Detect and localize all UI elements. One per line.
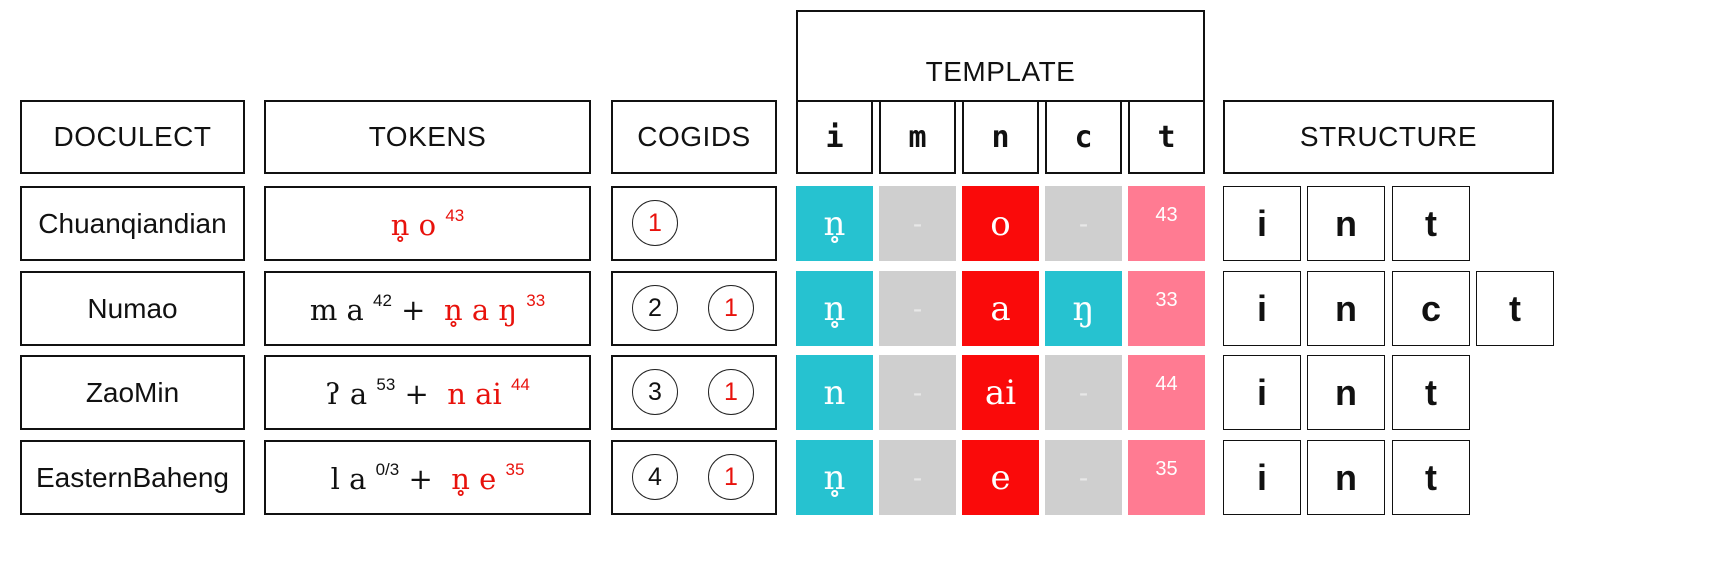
- template-cell-t: 43: [1128, 186, 1205, 261]
- cogids-cell: [611, 186, 777, 261]
- cogid-circle: 4: [632, 454, 678, 500]
- template-cell-c: -: [1045, 355, 1122, 430]
- template-cell-i: n: [796, 355, 873, 430]
- template-slot-i: i: [796, 100, 873, 174]
- cogid-circle: 1: [632, 200, 678, 246]
- structure-cell: c: [1392, 271, 1470, 346]
- template-slot-t: t: [1128, 100, 1205, 174]
- doculect-name: EasternBaheng: [35, 461, 230, 493]
- tokens-cell: l a 0/3 + n̥ e 35: [264, 440, 591, 515]
- template-cell-n: e: [962, 440, 1039, 515]
- tokens-header-label: TOKENS: [368, 121, 487, 152]
- template-cell-i: n̥: [796, 186, 873, 261]
- tokens-plus: +: [391, 292, 444, 327]
- tokens-cognate: n̥ o: [390, 207, 446, 242]
- template-cell-c: -: [1045, 440, 1122, 515]
- structure-header: STRUCTURE: [1223, 100, 1554, 174]
- doculect-header-label: DOCULECT: [53, 121, 212, 152]
- template-slot-label: t: [1157, 119, 1176, 155]
- tokens-header: TOKENS: [264, 100, 591, 174]
- template-slot-label: i: [825, 119, 844, 155]
- tokens-cognate: n ai: [447, 376, 511, 411]
- tokens-cognate: n̥ e: [451, 461, 506, 496]
- tokens-cognate-tone: 44: [510, 374, 530, 394]
- template-cell-n: o: [962, 186, 1039, 261]
- template-cell-c: -: [1045, 186, 1122, 261]
- tokens-plain-tone: 42: [373, 290, 392, 310]
- tokens-plus: +: [399, 461, 452, 496]
- cogids-header: COGIDS: [611, 100, 777, 174]
- template-cell-i: n̥: [796, 440, 873, 515]
- template-cell-i: n̥: [796, 271, 873, 346]
- template-slot-m: m: [879, 100, 956, 174]
- doculect-name: Numao: [87, 292, 178, 324]
- structure-cell: n: [1307, 271, 1385, 346]
- tokens-text: ʔ a 53 + n ai 44: [325, 375, 530, 411]
- template-cell-m: -: [879, 186, 956, 261]
- tokens-plain: ʔ a: [325, 376, 377, 411]
- template-cell-t: 44: [1128, 355, 1205, 430]
- template-slot-c: c: [1045, 100, 1122, 174]
- tokens-plain-tone: 53: [376, 374, 396, 394]
- tokens-plain: l a: [330, 461, 376, 496]
- tokens-text: n̥ o 43: [391, 206, 465, 242]
- structure-cell: t: [1392, 186, 1470, 261]
- tokens-cognate-tone: 43: [445, 205, 465, 225]
- template-cell-t: 33: [1128, 271, 1205, 346]
- structure-cell: n: [1307, 440, 1385, 515]
- template-cell-m: -: [879, 271, 956, 346]
- structure-cell: i: [1223, 355, 1301, 430]
- tokens-plain-tone: 0/3: [375, 459, 400, 479]
- doculect-header: DOCULECT: [20, 100, 245, 174]
- doculect-cell: ZaoMin: [20, 355, 245, 430]
- template-header: TEMPLATE: [796, 10, 1205, 102]
- cogid-circle: 1: [708, 454, 754, 500]
- structure-cell: n: [1307, 355, 1385, 430]
- template-cell-m: -: [879, 440, 956, 515]
- template-slot-n: n: [962, 100, 1039, 174]
- template-cell-t: 35: [1128, 440, 1205, 515]
- structure-cell: t: [1392, 355, 1470, 430]
- structure-cell: t: [1476, 271, 1554, 346]
- tokens-cell: ʔ a 53 + n ai 44: [264, 355, 591, 430]
- cogid-circle: 3: [632, 369, 678, 415]
- doculect-cell: EasternBaheng: [20, 440, 245, 515]
- structure-cell: n: [1307, 186, 1385, 261]
- tokens-cognate-tone: 35: [505, 459, 525, 479]
- structure-cell: i: [1223, 186, 1301, 261]
- template-cell-c: ŋ: [1045, 271, 1122, 346]
- cogids-header-label: COGIDS: [637, 121, 751, 152]
- doculect-cell: Numao: [20, 271, 245, 346]
- structure-cell: t: [1392, 440, 1470, 515]
- doculect-cell: Chuanqiandian: [20, 186, 245, 261]
- template-cell-n: a: [962, 271, 1039, 346]
- template-slot-label: m: [908, 119, 927, 155]
- template-slot-label: c: [1074, 119, 1093, 155]
- doculect-name: ZaoMin: [85, 376, 180, 408]
- template-cell-n: ai: [962, 355, 1039, 430]
- structure-cell: i: [1223, 440, 1301, 515]
- cogid-circle: 1: [708, 369, 754, 415]
- cogid-circle: 2: [632, 285, 678, 331]
- tokens-cell: n̥ o 43: [264, 186, 591, 261]
- template-cell-m: -: [879, 355, 956, 430]
- doculect-name: Chuanqiandian: [38, 207, 227, 239]
- template-slot-label: n: [991, 119, 1010, 155]
- tokens-plain: m a: [309, 292, 374, 327]
- structure-cell: i: [1223, 271, 1301, 346]
- template-header-label: TEMPLATE: [925, 56, 1076, 87]
- tokens-cognate: n̥ a ŋ: [443, 292, 527, 327]
- tokens-text: m a 42 + n̥ a ŋ 33: [310, 291, 545, 327]
- cogid-circle: 1: [708, 285, 754, 331]
- tokens-cognate-tone: 33: [526, 290, 546, 310]
- tokens-text: l a 0/3 + n̥ e 35: [331, 460, 525, 496]
- tokens-cell: m a 42 + n̥ a ŋ 33: [264, 271, 591, 346]
- tokens-plus: +: [395, 376, 448, 411]
- structure-header-label: STRUCTURE: [1299, 121, 1478, 152]
